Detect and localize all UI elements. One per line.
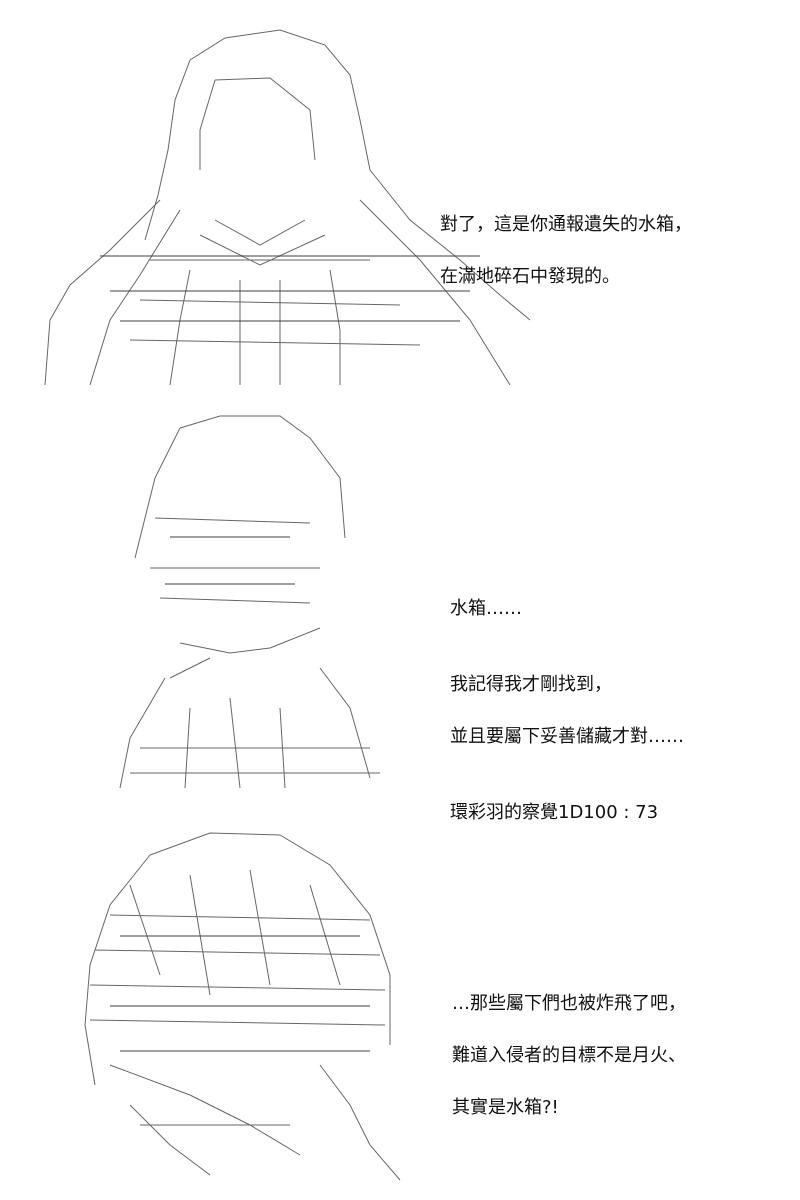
dialog-box-2: 水箱…… 我記得我才剛找到， 並且要屬下妥善儲藏才對…… 環彩羽的察覺1D100… [450, 570, 684, 852]
dialog-box-3: …那些屬下們也被炸飛了吧， 難道入侵者的目標不是月火、 其實是水箱?! [452, 965, 686, 1147]
dialog-line: …那些屬下們也被炸飛了吧， [452, 993, 686, 1014]
dialog-line: 我記得我才剛找到， [450, 674, 612, 695]
panel-2: 水箱…… 我記得我才剛找到， 並且要屬下妥善儲藏才對…… 環彩羽的察覺1D100… [0, 400, 800, 823]
dialog-line: 環彩羽的察覺1D100 : 73 [450, 802, 659, 823]
ascii-art-figure-3 [70, 825, 420, 1185]
dialog-line: 難道入侵者的目標不是月火、 [452, 1045, 686, 1066]
ascii-art-figure-1 [40, 20, 540, 395]
panel-1: 對了，這是你通報遺失的水箱， 在滿地碎石中發現的。 [0, 0, 800, 400]
dialog-line: 其實是水箱?! [452, 1097, 559, 1118]
dialog-line: 水箱…… [450, 598, 522, 619]
ascii-art-figure-2 [110, 408, 390, 788]
panel-3: …那些屬下們也被炸飛了吧， 難道入侵者的目標不是月火、 其實是水箱?! [0, 800, 800, 1200]
dialog-line: 並且要屬下妥善儲藏才對…… [450, 726, 684, 747]
dialog-line: 在滿地碎石中發現的。 [440, 266, 620, 287]
dialog-line: 對了，這是你通報遺失的水箱， [440, 214, 692, 235]
dialog-box-1: 對了，這是你通報遺失的水箱， 在滿地碎石中發現的。 [440, 186, 692, 316]
